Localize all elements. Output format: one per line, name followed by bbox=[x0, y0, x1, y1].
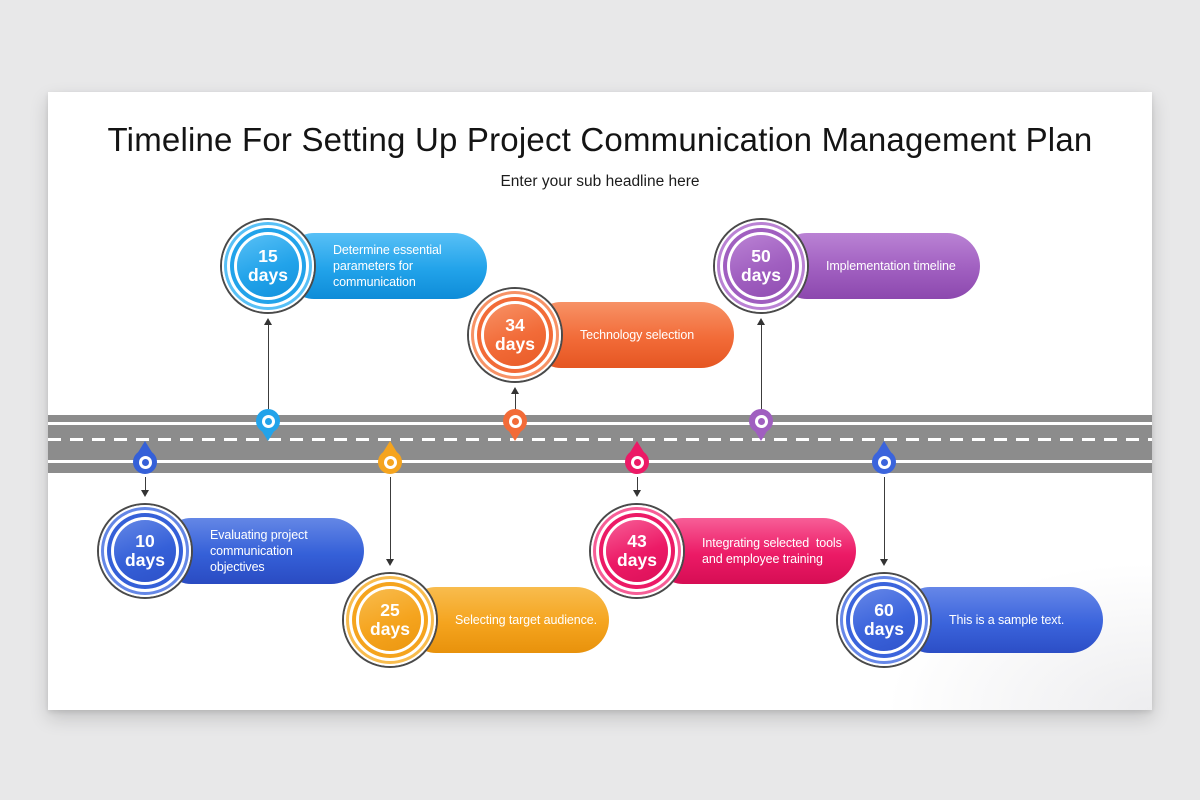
location-pin-icon bbox=[871, 441, 897, 474]
connector-arrowhead bbox=[264, 318, 272, 325]
pin-dot bbox=[141, 458, 149, 466]
connector-arrowhead bbox=[511, 387, 519, 394]
connector-line bbox=[515, 393, 516, 409]
duration-unit: days bbox=[617, 550, 657, 570]
pin-dot bbox=[880, 458, 888, 466]
slide: Timeline For Setting Up Project Communic… bbox=[48, 92, 1152, 710]
connector-arrowhead bbox=[633, 490, 641, 497]
duration-unit: days bbox=[125, 550, 165, 570]
slide-subtitle: Enter your sub headline here bbox=[500, 173, 700, 190]
duration-value: 15 bbox=[258, 246, 278, 266]
duration-value: 50 bbox=[751, 246, 771, 266]
connector-arrowhead bbox=[386, 559, 394, 566]
milestone-label-text: Selecting target audience. bbox=[455, 613, 597, 627]
connector-arrowhead bbox=[880, 559, 888, 566]
milestone-label-text: Technology selection bbox=[580, 328, 695, 342]
location-pin-icon bbox=[624, 441, 650, 474]
road-center-dashed-line bbox=[48, 438, 1152, 441]
location-pin-icon bbox=[255, 409, 281, 442]
slide-title: Timeline For Setting Up Project Communic… bbox=[107, 121, 1093, 158]
duration-unit: days bbox=[864, 619, 904, 639]
milestone-label-text: Determine essential parameters for commu… bbox=[333, 243, 442, 289]
duration-unit: days bbox=[248, 265, 288, 285]
location-pin-icon bbox=[377, 441, 403, 474]
connector-line bbox=[637, 477, 638, 491]
duration-unit: days bbox=[495, 334, 535, 354]
duration-value: 60 bbox=[874, 600, 894, 620]
duration-unit: days bbox=[370, 619, 410, 639]
milestone-label: Implementation timeline bbox=[779, 233, 980, 299]
duration-value: 34 bbox=[505, 315, 525, 335]
milestone-label-text: Integrating selected tools and employee … bbox=[702, 536, 842, 566]
pin-dot bbox=[264, 417, 272, 425]
duration-value: 25 bbox=[380, 600, 400, 620]
pin-dot bbox=[757, 417, 765, 425]
duration-value: 43 bbox=[627, 531, 647, 551]
connector-arrowhead bbox=[757, 318, 765, 325]
location-pin-icon bbox=[748, 409, 774, 442]
location-pin-icon bbox=[502, 409, 528, 442]
pin-dot bbox=[386, 458, 394, 466]
duration-value: 10 bbox=[135, 531, 155, 551]
duration-unit: days bbox=[741, 265, 781, 285]
milestone-label: Technology selection bbox=[533, 302, 734, 368]
milestone-label: Evaluating project communication objecti… bbox=[163, 518, 364, 584]
connector-line bbox=[268, 324, 269, 409]
connector-line bbox=[884, 477, 885, 560]
connector-line bbox=[390, 477, 391, 560]
milestone-label-text: Evaluating project communication objecti… bbox=[210, 528, 308, 574]
connector-line bbox=[761, 324, 762, 409]
pin-dot bbox=[633, 458, 641, 466]
milestone-label: Integrating selected tools and employee … bbox=[655, 518, 856, 584]
milestone-label-text: Implementation timeline bbox=[826, 259, 956, 273]
location-pin-icon bbox=[132, 441, 158, 474]
pin-dot bbox=[511, 417, 519, 425]
milestone-label-text: This is a sample text. bbox=[949, 613, 1065, 627]
timeline-road bbox=[48, 415, 1152, 473]
milestone-label: Determine essential parameters for commu… bbox=[286, 233, 487, 299]
connector-line bbox=[145, 477, 146, 491]
connector-arrowhead bbox=[141, 490, 149, 497]
milestone-label: Selecting target audience. bbox=[408, 587, 609, 653]
milestone-label: This is a sample text. bbox=[902, 587, 1103, 653]
